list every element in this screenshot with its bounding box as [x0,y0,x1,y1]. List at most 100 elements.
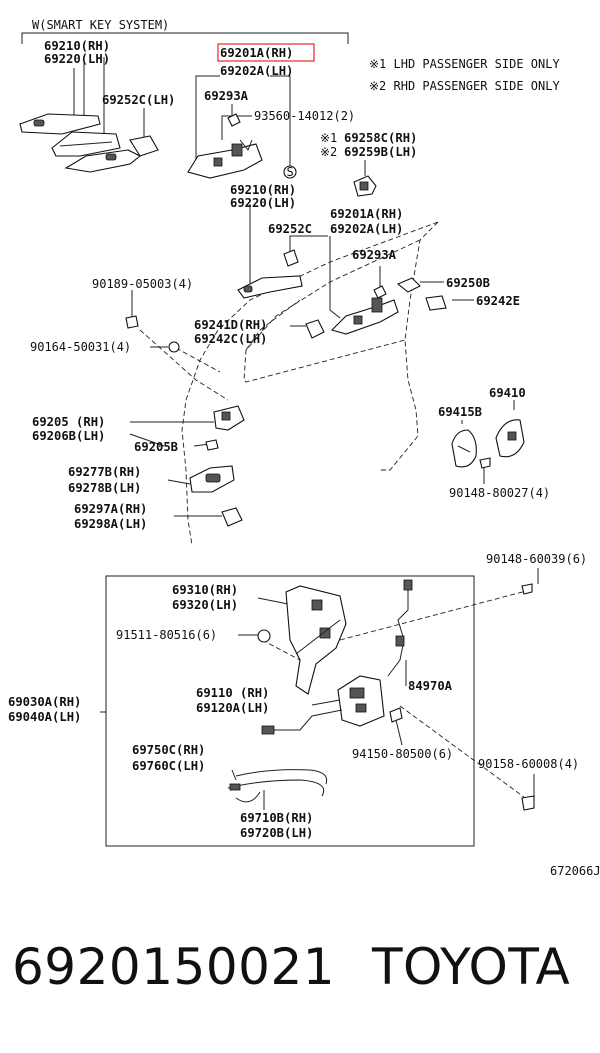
leader-94150 [395,719,403,746]
label-90189: 90189-05003(4) [92,277,193,291]
wire-harness-84970A [387,579,413,677]
label-69293A-mid: 69293A [352,248,397,262]
cap-69242E [425,295,447,311]
label-69320: 69320(LH) [172,598,238,612]
label-69206B: 69206B(LH) [32,429,105,443]
lock-actuator-69110 [337,675,385,727]
label-69298A: 69298A(LH) [74,517,147,531]
screw-90158 [521,774,535,811]
leader-93560 [221,115,252,140]
label-69258C: 69258C(RH) [344,131,417,145]
label-69250B: 69250B [446,276,490,290]
leader-69310 [257,597,289,605]
dashed-leader-90148-39 [339,589,531,641]
dashed-leader-90158 [399,705,529,801]
label-69760C: 69760C(LH) [132,759,205,773]
handle-frame-mid [330,297,399,335]
label-69241D: 69241D(RH) [194,318,267,332]
label-90148-27: 90148-80027(4) [449,486,550,500]
part-number: 6920150021 [12,938,336,996]
striker-69410 [495,419,525,458]
label-69210-mid: 69210(RH) [230,183,296,197]
cables-69710B [227,769,328,803]
label-90158: 90158-60008(4) [478,757,579,771]
leader-69252C-mid [289,235,328,258]
label-69220-mid: 69220(LH) [230,196,296,210]
label-69252C-top: 69252C(LH) [102,93,175,107]
label-90164: 90164-50031(4) [30,340,131,354]
label-93560: 93560-14012(2) [254,109,355,123]
smart-key-bracket [21,32,349,44]
screw-label: S [287,165,294,179]
label-69410: 69410 [489,386,526,400]
washer-91511 [257,629,271,643]
mark-2: ※2 [320,145,337,159]
label-69205: 69205 (RH) [32,415,105,429]
dashed-leader-90164-b [175,347,221,373]
label-69415B: 69415B [438,405,482,419]
label-69205B: 69205B [134,440,178,454]
label-69202A-top: 69202A(LH) [220,64,293,78]
handle-cover-top [129,135,159,157]
screw-S-marker: S [283,165,297,179]
label-90148-39: 90148-60039(6) [486,552,587,566]
brand-name: TOYOTA [372,938,571,996]
bolt-90189 [125,315,139,329]
leader-69202A-left [195,75,220,160]
label-69750C: 69750C(RH) [132,743,205,757]
handle-cover-mid [283,249,299,267]
leader-69206B [129,433,165,447]
switch-69297A [221,507,243,527]
label-69252C-mid: 69252C [268,222,312,236]
dashed-leader-90164 [139,329,229,401]
label-69720B: 69720B(LH) [240,826,313,840]
label-69120A: 69120A(LH) [196,701,269,715]
label-91511: 91511-80516(6) [116,628,217,642]
label-69210-top: 69210(RH) [44,39,110,53]
label-69293A-top: 69293A [204,89,249,103]
note-rhd: ※2 RHD PASSENGER SIDE ONLY [369,79,560,93]
leader-69202A-right [270,75,291,166]
inner-handle-frame-top [187,139,263,179]
leader-69110 [311,699,341,706]
label-69242C: 69242C(LH) [194,332,267,346]
diagram-code: 672066J [550,864,600,878]
bezel-69277B [189,465,235,493]
striker-cover-69415B [451,429,477,468]
pad-69241D [305,319,325,339]
cap-69250B [396,277,421,293]
highlight-69201A [217,43,315,62]
label-69030A: 69030A(RH) [8,695,81,709]
label-69110: 69110 (RH) [196,686,269,700]
screw-90148-39 [521,568,539,595]
harness-cable-69110 [261,709,343,735]
label-94150: 94150-80500(6) [352,747,453,761]
lock-assembly-box [105,575,475,847]
label-69220-top: 69220(LH) [44,52,110,66]
screw-90148-27 [479,457,491,469]
label-69040A: 69040A(LH) [8,710,81,724]
label-69277B: 69277B(RH) [68,465,141,479]
cap-69258C [353,175,377,197]
label-69710B: 69710B(RH) [240,811,313,825]
leader-69277B [167,479,191,485]
label-69297A: 69297A(RH) [74,502,147,516]
label-84970A: 84970A [408,679,453,693]
inner-handle-69205 [213,405,245,431]
bolt-94150 [389,707,403,723]
label-69201A-mid: 69201A(RH) [330,207,403,221]
outer-handle-mid [237,275,303,299]
label-69278B: 69278B(LH) [68,481,141,495]
lock-frame-69310 [285,585,347,695]
outer-handle-frame-top-2 [51,131,121,157]
label-69201A-highlighted: 69201A(RH) [220,46,293,60]
screw-top [227,113,241,127]
outer-handle-frame-top-1 [19,113,101,135]
label-69259B: 69259B(LH) [344,145,417,159]
screw-mid [373,285,387,299]
note-lhd: ※1 LHD PASSENGER SIDE ONLY [369,57,560,71]
parts-diagram: S [8,18,600,878]
door-outline-left [181,221,439,546]
label-smart-key-system: W(SMART KEY SYSTEM) [32,18,169,32]
leader-69750C [231,769,237,781]
